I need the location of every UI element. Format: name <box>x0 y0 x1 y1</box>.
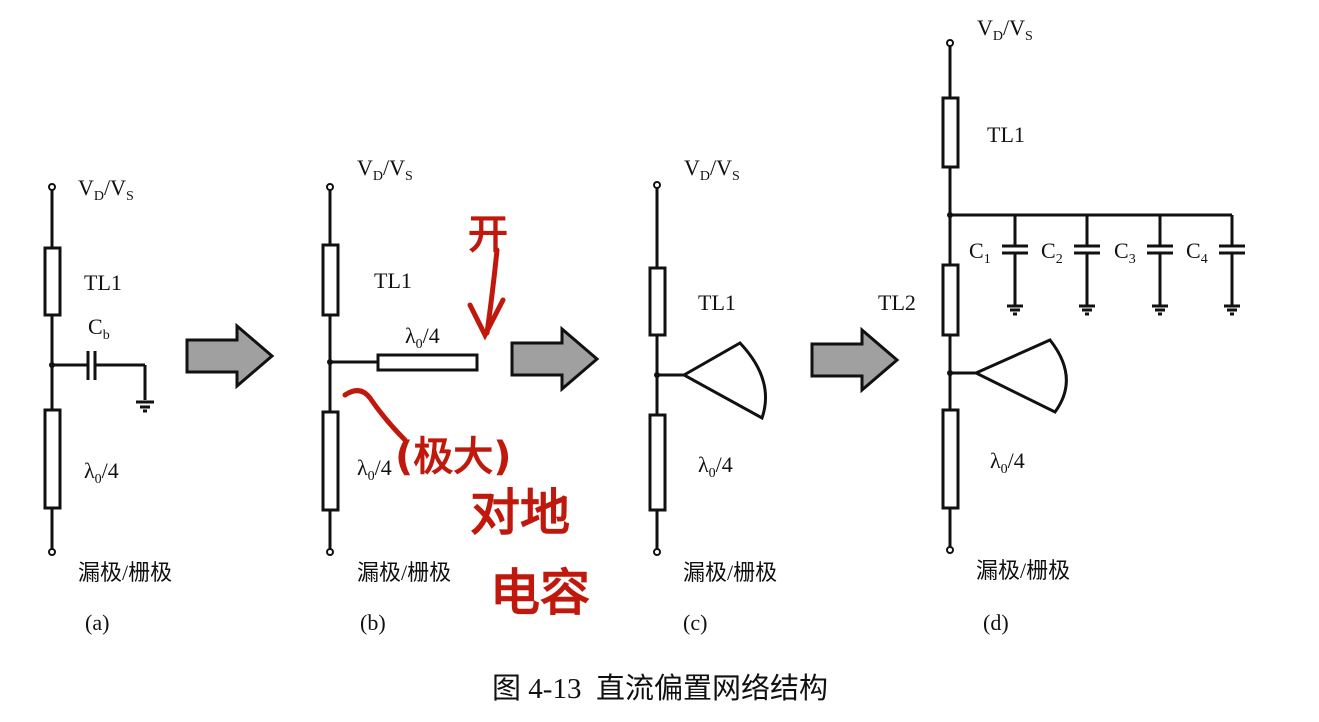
figure-caption: 图 4-13 直流偏置网络结构 <box>492 672 828 705</box>
radial-stub <box>680 341 767 421</box>
handwritten-capacitance: 电容 <box>490 564 590 622</box>
svg-text:λ0/4: λ0/4 <box>84 458 119 487</box>
quarter-wave-line <box>321 410 340 512</box>
tl1-resistor <box>321 243 340 317</box>
arrow-3 <box>810 326 900 394</box>
handwritten-open: 开 <box>468 212 508 258</box>
handwritten-large: (极大) <box>395 434 512 480</box>
capacitor-bank <box>1002 215 1245 316</box>
panel-b-label: (b) <box>360 610 386 635</box>
terminal-top <box>48 183 56 191</box>
handwritten-arrow <box>342 247 506 443</box>
panel-d <box>941 39 1245 554</box>
svg-text:VD/VS: VD/VS <box>357 155 413 184</box>
ground-icon <box>136 400 154 413</box>
svg-text:VD/VS: VD/VS <box>684 155 740 184</box>
svg-text:C4: C4 <box>1186 238 1208 267</box>
svg-text:C3: C3 <box>1114 238 1136 267</box>
svg-text:λ0/4: λ0/4 <box>405 323 440 352</box>
svg-text:C2: C2 <box>1041 238 1063 267</box>
svg-text:漏极/栅极: 漏极/栅极 <box>357 560 451 585</box>
svg-text:λ0/4: λ0/4 <box>990 448 1025 477</box>
panel-a <box>43 183 154 556</box>
svg-text:C1: C1 <box>969 238 991 267</box>
svg-text:λ0/4: λ0/4 <box>357 455 392 484</box>
radial-stub <box>972 338 1068 414</box>
svg-text:漏极/栅极: 漏极/栅极 <box>976 558 1070 583</box>
panel-a-label: (a) <box>85 610 109 635</box>
svg-text:TL1: TL1 <box>698 290 736 315</box>
panel-c-label: (c) <box>683 610 707 635</box>
panel-b <box>321 183 479 556</box>
tl1-label: TL1 <box>84 270 122 295</box>
svg-text:VD/VS: VD/VS <box>78 175 134 204</box>
svg-text:TL1: TL1 <box>987 122 1025 147</box>
arrow-1 <box>185 322 275 390</box>
tl1-resistor <box>43 246 62 317</box>
panel-d-label: (d) <box>983 610 1009 635</box>
open-stub <box>376 353 479 372</box>
svg-text:VD/VS: VD/VS <box>977 15 1033 44</box>
panel-c <box>648 181 767 556</box>
svg-text:Cb: Cb <box>88 314 110 343</box>
handwritten-to-ground: 对地 <box>470 484 570 542</box>
svg-text:漏极/栅极: 漏极/栅极 <box>683 560 777 585</box>
terminal-bottom <box>48 548 56 556</box>
arrow-2 <box>510 325 600 393</box>
quarter-wave-line <box>43 408 62 510</box>
svg-text:漏极/栅极: 漏极/栅极 <box>78 560 172 585</box>
svg-text:λ0/4: λ0/4 <box>698 452 733 481</box>
svg-text:TL1: TL1 <box>374 268 412 293</box>
svg-text:TL2: TL2 <box>878 290 916 315</box>
